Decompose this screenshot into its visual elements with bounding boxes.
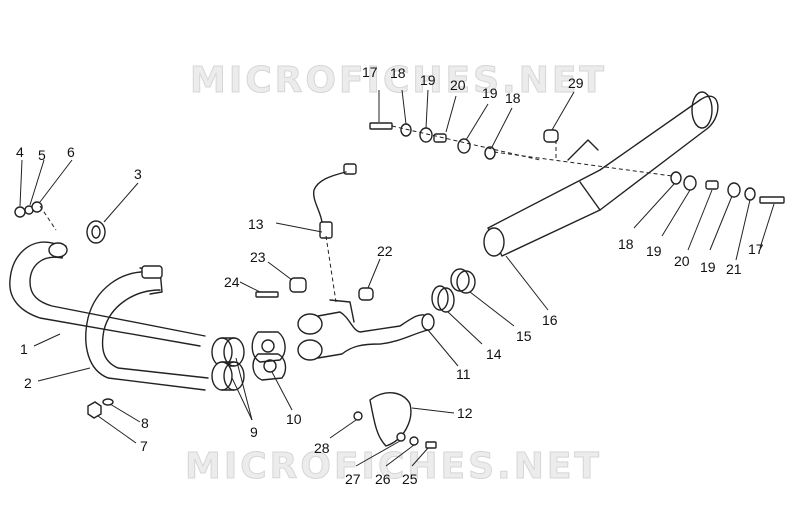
callout-20-right: 20 — [674, 253, 690, 269]
callout-8: 8 — [141, 415, 149, 431]
callout-10: 10 — [286, 411, 302, 427]
callout-5: 5 — [38, 147, 46, 163]
oxygen-sensor-13 — [312, 163, 357, 239]
callout-21: 21 — [726, 261, 742, 277]
washer-18-right — [670, 171, 682, 185]
callout-28: 28 — [314, 440, 330, 456]
callout-1: 1 — [20, 341, 28, 357]
spacer-20-right — [705, 180, 719, 190]
washer-8 — [102, 398, 114, 406]
sleeves-9 — [211, 337, 245, 391]
callout-15: 15 — [516, 328, 532, 344]
grommet-27 — [396, 432, 406, 442]
washer-6 — [31, 201, 43, 213]
bush-19-top-b — [457, 138, 471, 154]
callout-6: 6 — [67, 144, 75, 160]
sleeve-15 — [450, 268, 470, 292]
callout-19-right-b: 19 — [700, 259, 716, 275]
callout-17-right: 17 — [748, 241, 764, 257]
spacer-20-top — [433, 133, 447, 143]
callout-29: 29 — [568, 75, 584, 91]
clamp-10 — [251, 331, 287, 381]
callout-18-right: 18 — [618, 236, 634, 252]
washer-26 — [409, 436, 419, 446]
callout-4: 4 — [16, 144, 24, 160]
callout-13: 13 — [248, 216, 264, 232]
callout-25: 25 — [402, 471, 418, 487]
bush-19-right-b — [727, 182, 741, 198]
callout-20-top: 20 — [450, 77, 466, 93]
gasket-3 — [86, 220, 106, 244]
nut-29 — [543, 129, 559, 143]
nut-22 — [358, 287, 374, 301]
leader-lines — [19, 89, 775, 467]
collector-11 — [297, 299, 435, 361]
callout-19-mid: 19 — [482, 85, 498, 101]
callout-11: 11 — [456, 366, 471, 382]
grommet-28 — [353, 411, 363, 421]
callout-19-top: 19 — [420, 72, 436, 88]
callout-22: 22 — [377, 243, 393, 259]
callout-18-mid: 18 — [505, 90, 521, 106]
clamp-14 — [431, 285, 449, 311]
silencer-16 — [483, 91, 719, 257]
nut-7 — [87, 401, 102, 419]
callout-numbers: 1 2 3 4 5 6 7 8 9 10 11 12 13 14 15 16 1… — [16, 64, 764, 487]
callout-9: 9 — [250, 424, 258, 440]
callout-18-top: 18 — [390, 65, 406, 81]
callout-12: 12 — [457, 405, 473, 421]
callout-17-top: 17 — [362, 64, 378, 80]
nut-23 — [289, 277, 307, 293]
callout-16: 16 — [542, 312, 558, 328]
header-pipe-2 — [85, 265, 209, 391]
callout-27: 27 — [345, 471, 361, 487]
screw-25 — [425, 441, 437, 449]
bush-19-right — [683, 175, 697, 191]
nut-4 — [14, 206, 26, 218]
callout-19-right: 19 — [646, 243, 662, 259]
bolt-17-right — [759, 196, 785, 204]
callout-7: 7 — [140, 438, 148, 454]
bush-19-top — [419, 127, 433, 143]
bolt-24 — [255, 291, 279, 298]
callout-24: 24 — [224, 274, 240, 290]
washer-18-top-b — [484, 146, 496, 160]
callout-14: 14 — [486, 346, 502, 362]
header-pipe-1 — [9, 241, 206, 347]
bolt-17-top — [369, 122, 393, 130]
callout-3: 3 — [134, 166, 142, 182]
watermark-top: MICROFICHES.NET — [190, 60, 607, 101]
watermark-bottom: MICROFICHES.NET — [185, 446, 602, 487]
callout-26: 26 — [375, 471, 391, 487]
callout-23: 23 — [250, 249, 266, 265]
callout-2: 2 — [24, 375, 32, 391]
washer-21 — [744, 187, 756, 201]
